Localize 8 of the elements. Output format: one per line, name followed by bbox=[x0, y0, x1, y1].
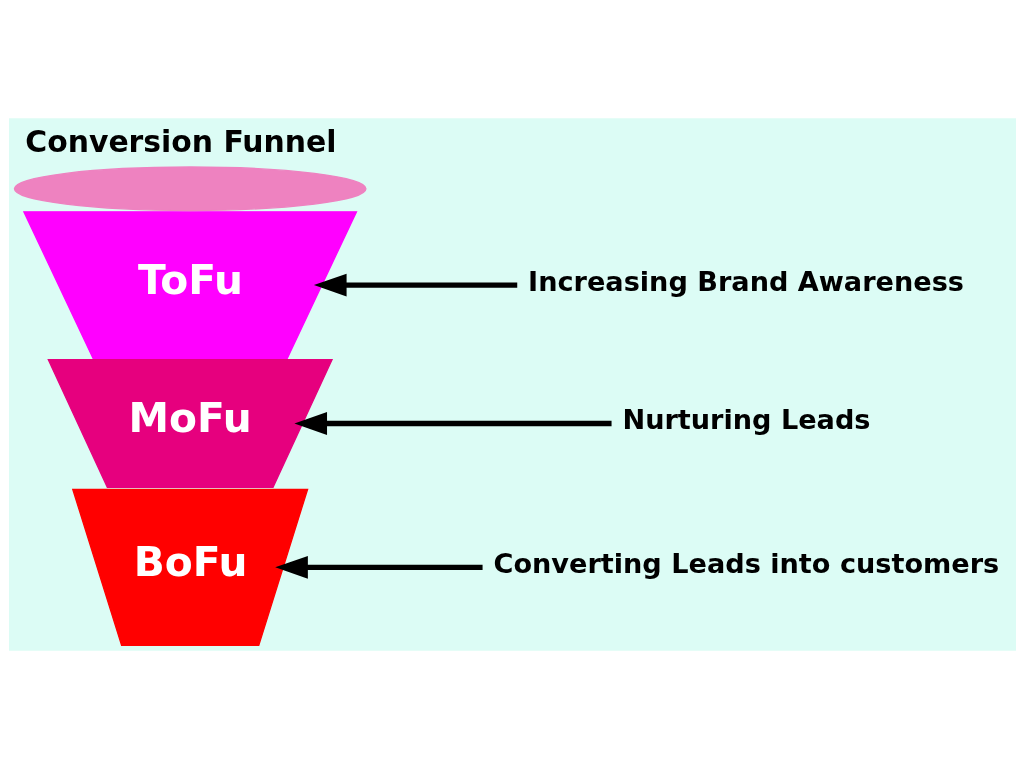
diagram-title: Conversion Funnel bbox=[24, 123, 337, 159]
arrow bbox=[293, 411, 612, 435]
arrow bbox=[274, 555, 483, 579]
node-ellipse bbox=[13, 165, 367, 211]
node-text: Nurturing Leads bbox=[621, 403, 870, 435]
node-text: Increasing Brand Awareness bbox=[527, 265, 964, 297]
arrow bbox=[313, 273, 517, 296]
node-text: Converting Leads into customers bbox=[493, 547, 999, 579]
